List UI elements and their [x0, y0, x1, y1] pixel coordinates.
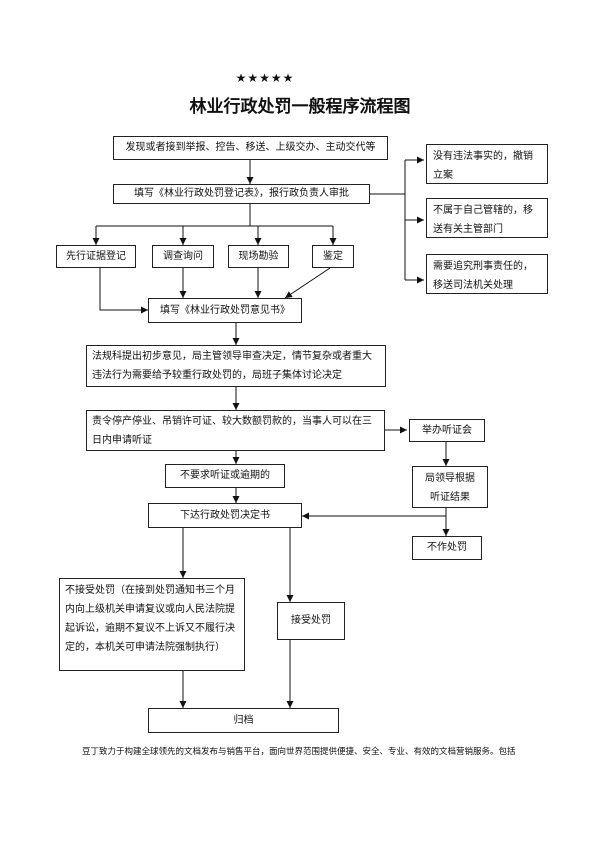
- accept-node: 接受处罚: [277, 602, 345, 640]
- accept-label: 接受处罚: [291, 615, 331, 626]
- hearing-notice-node: 责令停产停业、吊销许可证、较大数额罚款的，当事人可以在三日内申请听证: [86, 410, 385, 451]
- appraisal-node: 鉴定: [312, 245, 354, 268]
- transfer-node: 不属于自己管辖的，移送有关主管部门: [426, 198, 548, 238]
- inquiry-node: 调查询问: [152, 245, 214, 268]
- no-penalty-node: 不作处罚: [412, 536, 482, 560]
- discover-label: 发现或者接到举报、控告、移送、上级交办、主动交代等: [125, 142, 376, 153]
- no-hearing-node: 不要求听证或逾期的: [165, 464, 285, 488]
- evidence-node: 先行证据登记: [56, 245, 136, 268]
- opinion-node: 填写《林业行政处罚意见书》: [148, 298, 302, 323]
- discover-node: 发现或者接到举报、控告、移送、上级交办、主动交代等: [113, 136, 388, 160]
- no-penalty-label: 不作处罚: [427, 542, 467, 553]
- arrow-evidence-opinion: [99, 268, 148, 314]
- hearing-node: 举办听证会: [409, 419, 485, 442]
- leader-label: 局领导根据听证结果: [425, 473, 475, 503]
- evidence-label: 先行证据登记: [66, 250, 126, 262]
- leader-node: 局领导根据听证结果: [412, 466, 488, 508]
- revoke-label: 没有违法事实的，撤销立案: [433, 151, 533, 181]
- register-node: 填写《林业行政处罚登记表》，报行政负责人审批: [113, 184, 370, 204]
- hearing-notice-label: 责令停产停业、吊销许可证、较大数额罚款的，当事人可以在三日内申请听证: [92, 416, 372, 446]
- stars-rating: ★★★★★: [235, 71, 295, 85]
- transfer-label: 不属于自己管辖的，移送有关主管部门: [433, 205, 533, 235]
- arrow-appraisal-opinion: [284, 267, 331, 299]
- review-label: 法规科提出初步意见，局主管领导审查决定，情节复杂或者重大违法行为需要给予较重行政…: [92, 351, 372, 381]
- footer-text: 豆丁致力于构建全球领先的文档发布与销售平台，面向世界范围提供便捷、安全、专业、有…: [82, 747, 516, 757]
- archive-label: 归档: [233, 714, 254, 726]
- site-label: 现场勘验: [238, 250, 279, 262]
- revoke-node: 没有违法事实的，撤销立案: [426, 144, 548, 184]
- judicial-label: 需要追究刑事责任的，移送司法机关处理: [433, 261, 533, 291]
- page-title: 林业行政处罚一般程序流程图: [189, 97, 411, 117]
- site-node: 现场勘验: [228, 245, 289, 268]
- reject-node: 不接受处罚（在接到处罚通知书三个月内向上级机关申请复议或向人民法院提起诉讼，逾期…: [59, 578, 245, 671]
- arrow-leader-decision: [302, 508, 447, 520]
- no-hearing-label: 不要求听证或逾期的: [180, 470, 270, 481]
- inquiry-label: 调查询问: [163, 250, 203, 262]
- archive-node: 归档: [148, 708, 339, 733]
- decision-label: 下达行政处罚决定书: [180, 509, 270, 521]
- appraisal-label: 鉴定: [323, 250, 343, 262]
- decision-node: 下达行政处罚决定书: [148, 503, 302, 528]
- register-label: 填写《林业行政处罚登记表》，报行政负责人审批: [134, 188, 349, 199]
- hearing-label: 举办听证会: [422, 424, 472, 436]
- opinion-label: 填写《林业行政处罚意见书》: [160, 304, 290, 316]
- reject-label: 不接受处罚（在接到处罚通知书三个月内向上级机关申请复议或向人民法院提起诉讼，逾期…: [65, 585, 235, 653]
- judicial-node: 需要追究刑事责任的，移送司法机关处理: [426, 254, 548, 294]
- review-node: 法规科提出初步意见，局主管领导审查决定，情节复杂或者重大违法行为需要给予较重行政…: [86, 345, 386, 387]
